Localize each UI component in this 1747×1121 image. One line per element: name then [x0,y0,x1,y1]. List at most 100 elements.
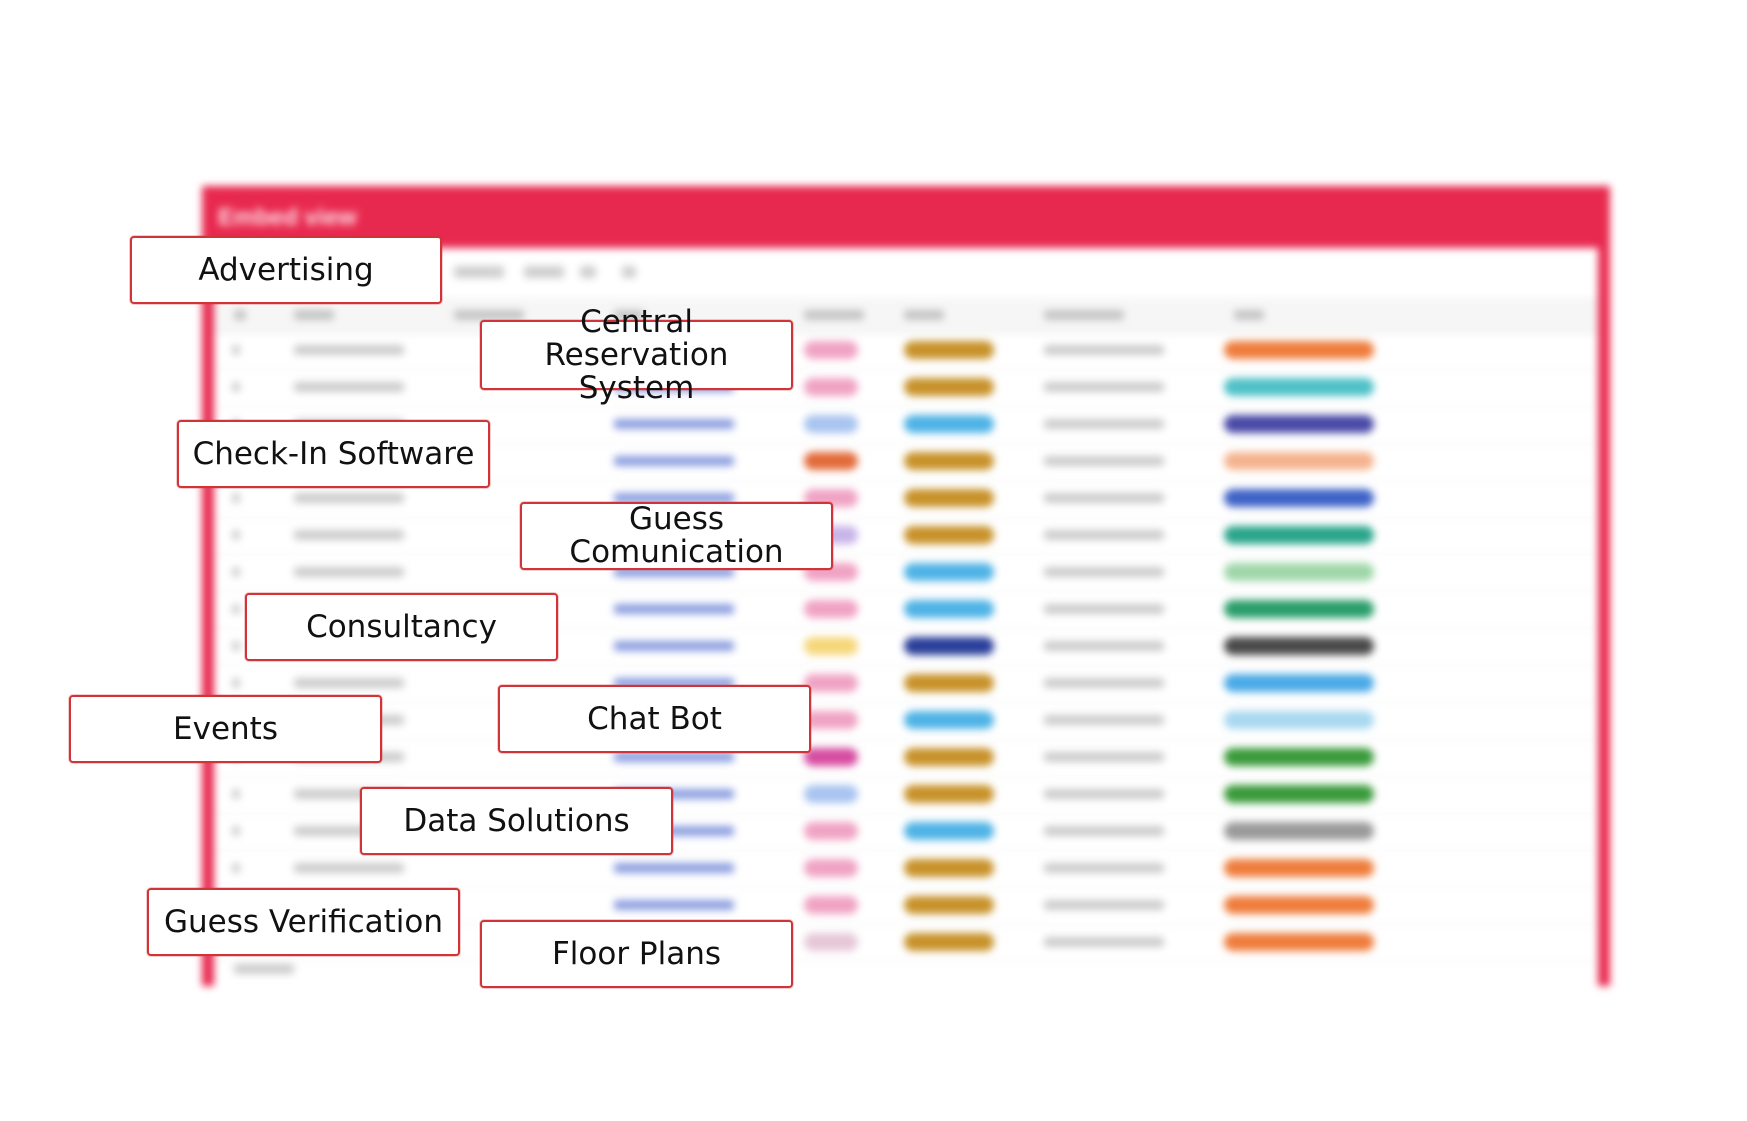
table-tag [804,378,858,396]
label-guess-comunication: Guess Comunication [520,502,833,570]
table-tag [804,452,858,470]
table-cell [232,530,240,540]
table-cell [1044,789,1164,799]
table-cell [232,863,240,873]
table-cell [614,863,734,873]
table-tag [904,859,994,877]
label-guess-verification: Guess Verification [147,888,460,956]
table-tag [804,785,858,803]
table-tag [804,859,858,877]
table-tag [1224,637,1374,655]
table-tag [904,452,994,470]
table-cell [1044,937,1164,947]
table-cell [232,789,240,799]
table-cell [232,493,240,503]
table-tag [1224,896,1374,914]
table-tag [804,600,858,618]
table-row [214,369,1598,407]
table-cell [1044,456,1164,466]
table-cell [232,826,240,836]
table-cell [1044,752,1164,762]
table-row [214,554,1598,592]
table-row [214,480,1598,518]
table-tag [804,341,858,359]
table-tag [804,933,858,951]
label-data-solutions: Data Solutions [360,787,673,855]
label-events: Events [69,695,382,763]
table-tag [904,674,994,692]
table-cell [614,789,734,799]
table-cell [614,900,734,910]
table-cell [614,826,734,836]
table-cell [1044,493,1164,503]
table-tag [1224,822,1374,840]
table-tag [1224,748,1374,766]
table-tag [1224,933,1374,951]
table-tag [1224,859,1374,877]
table-cell [1044,419,1164,429]
table-cell [294,826,404,836]
table-cell [1044,530,1164,540]
table-row [214,332,1598,370]
embed-table-header [214,298,1598,333]
table-tag [1224,674,1374,692]
label-chat-bot: Chat Bot [498,685,811,753]
table-row [214,776,1598,814]
table-tag [1224,489,1374,507]
table-tag [904,341,994,359]
table-cell [232,345,240,355]
table-cell [614,678,734,688]
table-tag [804,674,858,692]
table-tag [804,637,858,655]
table-tag [904,785,994,803]
table-tag [804,711,858,729]
label-floor-plans: Floor Plans [480,920,793,988]
table-row [214,813,1598,851]
table-cell [614,419,734,429]
table-cell [1044,900,1164,910]
table-tag [1224,600,1374,618]
table-cell [614,752,734,762]
table-row [214,850,1598,888]
table-tag [1224,563,1374,581]
table-cell [614,456,734,466]
table-tag [904,933,994,951]
table-tag [904,526,994,544]
table-tag [804,822,858,840]
table-cell [1044,863,1164,873]
table-cell [1044,382,1164,392]
table-cell [1044,641,1164,651]
table-cell [1044,678,1164,688]
embed-window: Embed view [202,186,1610,986]
table-row [214,665,1598,703]
label-central-reservation-system: Central Reservation System [480,305,793,404]
table-cell [614,641,734,651]
table-tag [804,896,858,914]
table-cell [232,567,240,577]
table-cell [614,604,734,614]
table-cell [1044,604,1164,614]
table-cell [294,863,404,873]
label-check-in-software: Check-In Software [177,420,490,488]
table-tag [904,896,994,914]
table-cell [294,530,404,540]
table-cell [294,382,404,392]
table-cell [1044,567,1164,577]
table-tag [804,415,858,433]
table-tag [904,637,994,655]
table-cell [232,641,240,651]
table-tag [1224,785,1374,803]
table-tag [904,378,994,396]
table-tag [904,563,994,581]
label-consultancy: Consultancy [245,593,558,661]
table-cell [1044,826,1164,836]
embed-footer [234,964,294,974]
table-cell [294,567,404,577]
table-cell [294,493,404,503]
table-tag [904,822,994,840]
table-cell [232,604,240,614]
embed-window-title: Embed view [218,204,357,231]
table-tag [1224,341,1374,359]
table-cell [232,382,240,392]
